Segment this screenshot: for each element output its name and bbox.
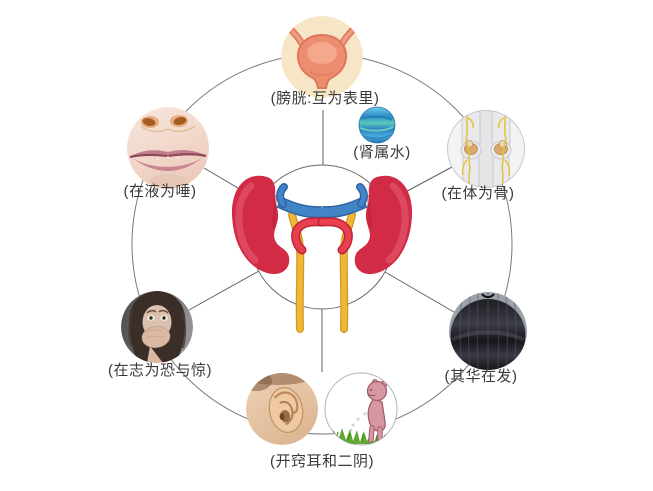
kidney-left	[231, 175, 290, 275]
scared-woman-photo	[121, 291, 193, 363]
kidneys-illustration	[231, 175, 413, 333]
label-hair: (其华在发)	[444, 368, 518, 385]
renal-arteries	[291, 217, 353, 255]
lips-photo	[127, 107, 209, 189]
renal-veins	[276, 183, 368, 219]
connector-fear	[188, 270, 260, 311]
ear-shape	[268, 387, 304, 433]
label-fear: (在志为恐与惊)	[108, 362, 212, 379]
urination-cartoon	[324, 372, 398, 446]
urination-cartoon-content	[330, 379, 389, 444]
kidney-right	[354, 175, 413, 275]
label-bones: (在体为骨)	[441, 185, 515, 202]
label-water-element: (肾属水)	[353, 144, 411, 161]
connector-hair	[384, 271, 455, 313]
pink-figure	[366, 379, 388, 444]
label-ears-two-yin: (开窍耳和二阴)	[270, 453, 374, 470]
ear-photo	[246, 373, 318, 445]
right-leg	[490, 110, 512, 188]
water-sphere	[358, 106, 396, 144]
label-bladder: (膀胱:互为表里)	[270, 90, 380, 107]
left-leg	[460, 110, 482, 188]
label-saliva: (在液为唾)	[123, 183, 197, 200]
hair-photo	[449, 292, 527, 370]
knee-bones-illustration	[447, 110, 525, 188]
grass	[330, 428, 389, 444]
bladder-illustration	[281, 16, 363, 98]
